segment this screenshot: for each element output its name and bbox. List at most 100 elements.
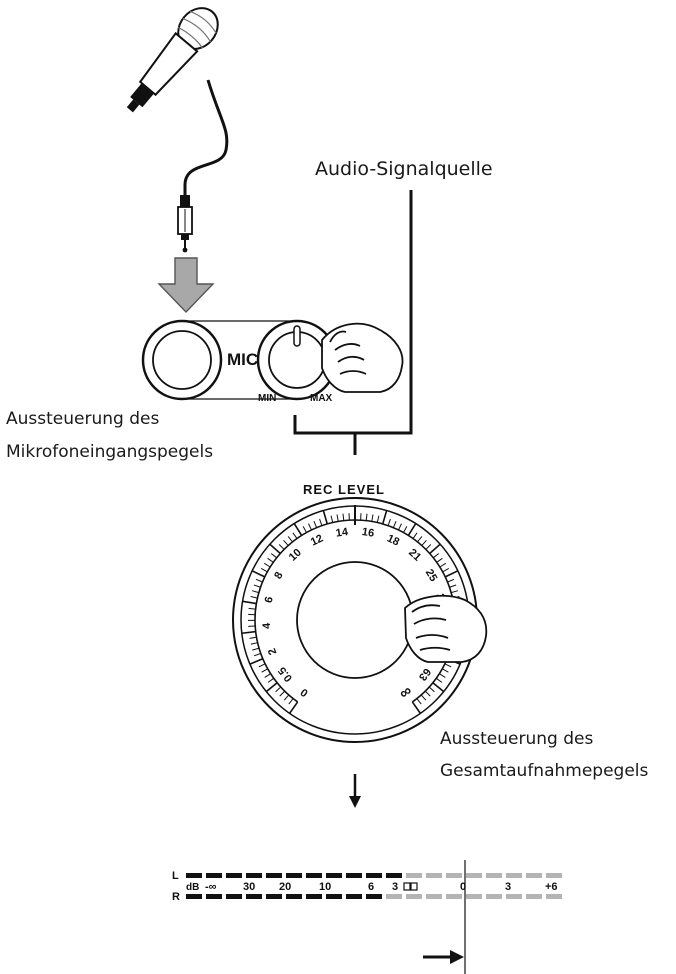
meter-right-segment	[406, 894, 422, 899]
meter-right-segment	[526, 894, 542, 899]
dial-tick	[439, 673, 446, 678]
rec-level-knob[interactable]	[296, 561, 414, 679]
dial-tick	[249, 657, 264, 665]
total-level-label-line1: Aussteuerung des	[440, 729, 594, 749]
meter-left-segment	[426, 873, 442, 878]
dial-tick	[319, 518, 323, 526]
meter-left-channel-label: L	[172, 870, 179, 882]
dial-tick	[283, 540, 289, 546]
rec-level-dial: 00.524681012141618212529335563∞	[232, 497, 478, 743]
dial-tick	[270, 553, 277, 559]
dial-tick	[264, 673, 271, 678]
meter-scale-label: -∞	[205, 881, 217, 893]
dial-tick	[313, 520, 318, 528]
dial-tick	[420, 694, 427, 701]
dial-tick	[428, 686, 435, 693]
dial-tick	[254, 653, 261, 657]
meter-scale-label: 3	[505, 881, 511, 893]
dial-tick	[416, 698, 422, 705]
dial-tick	[267, 557, 274, 563]
meter-right-segment	[246, 894, 262, 899]
total-level-label-line2: Gesamtaufnahmepegels	[440, 761, 649, 781]
meter-right-segment	[306, 894, 322, 899]
dial-tick	[444, 663, 452, 668]
dial-tick	[412, 532, 418, 539]
dial-tick	[267, 677, 275, 683]
meter-right-segment	[206, 894, 222, 899]
dial-tick	[365, 513, 368, 521]
dial-tick	[371, 514, 374, 522]
audio-source-label: Audio-Signalquelle	[315, 158, 493, 180]
meter-left-segment	[506, 873, 522, 878]
jack-plug-icon	[177, 195, 193, 253]
meter-right-segment	[186, 894, 202, 899]
dial-tick	[279, 690, 286, 697]
dial-tick	[433, 553, 440, 559]
dial-scale-label: 16	[361, 526, 375, 540]
dial-tick	[322, 510, 329, 525]
dial-tick	[248, 607, 256, 610]
hand-icon	[321, 322, 404, 393]
dial-tick	[287, 536, 293, 543]
dial-tick	[251, 590, 259, 594]
dial-tick	[288, 698, 294, 705]
meter-left-bars	[186, 873, 562, 878]
dial-tick	[381, 510, 388, 525]
dial-tick	[376, 515, 380, 523]
dial-tick	[252, 647, 260, 651]
dial-tick	[265, 682, 278, 693]
meter-left-segment	[226, 873, 242, 878]
dial-scale-label: 4	[261, 622, 273, 630]
meter-scale-label: 3	[392, 881, 398, 893]
meter-right-bars	[186, 894, 562, 899]
dial-tick	[258, 663, 266, 668]
meter-left-segment	[406, 873, 422, 878]
dial-tick	[263, 562, 271, 568]
dial-tick	[255, 578, 263, 583]
meter-right-segment	[486, 894, 502, 899]
meter-left-segment	[266, 873, 282, 878]
audio-source-line	[355, 190, 413, 435]
dial-tick	[260, 568, 268, 573]
microphone-icon	[126, 7, 219, 113]
meter-left-segment	[466, 873, 482, 878]
right-arrow-icon	[423, 950, 464, 964]
dial-scale-label: 6	[263, 595, 276, 604]
dial-tick	[302, 526, 307, 533]
dial-tick	[432, 682, 445, 693]
dial-tick	[449, 584, 457, 588]
meter-left-segment	[186, 873, 202, 878]
meter-right-segment	[446, 894, 462, 899]
meter-right-segment	[366, 894, 382, 899]
dial-scale-label: 63	[416, 666, 433, 683]
meter-right-segment	[266, 894, 282, 899]
dial-tick	[250, 642, 258, 645]
meter-left-segment	[546, 873, 562, 878]
insert-arrow-icon	[157, 257, 215, 314]
dial-tick	[292, 532, 298, 539]
dial-tick	[436, 557, 443, 563]
dial-scale-label: 25	[423, 567, 440, 584]
meter-left-segment	[366, 873, 382, 878]
meter-right-segment	[386, 894, 402, 899]
dial-tick	[330, 515, 334, 523]
dial-tick	[429, 543, 441, 555]
mic-signal-line	[293, 415, 357, 455]
meter-scale-label: 6	[368, 881, 374, 893]
dial-tick	[444, 570, 459, 578]
dial-tick	[424, 690, 431, 697]
dial-tick	[250, 596, 258, 599]
dial-tick	[293, 523, 303, 536]
meter-right-segment	[226, 894, 242, 899]
meter-right-segment	[426, 894, 442, 899]
meter-left-segment	[526, 873, 542, 878]
meter-left-segment	[326, 873, 342, 878]
mic-panel	[141, 319, 338, 401]
dial-tick	[288, 701, 299, 714]
dial-tick	[439, 562, 447, 568]
dial-tick	[342, 513, 345, 521]
meter-unit-label: dB	[186, 882, 199, 893]
meter-right-segment	[546, 894, 562, 899]
